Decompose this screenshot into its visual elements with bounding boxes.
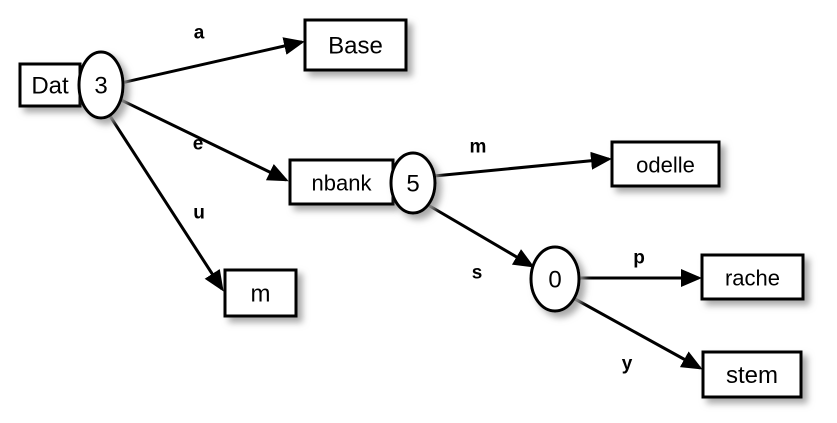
edges-layer [108,37,703,370]
node-label-base: Base [328,33,383,60]
graph-node-stem[interactable]: stem [701,350,803,399]
edge-label-u: u [193,203,205,224]
node-label-dat: Dat [31,73,69,100]
edge-label-p: p [633,248,645,269]
node-label-nbank: nbank [312,171,373,196]
node-shape-ellipse [389,151,437,215]
node-label-m-box: m [251,281,271,308]
graph-node-zero[interactable]: 0 [529,245,581,313]
edge-label-a: a [194,23,205,44]
node-label-zero: 0 [548,267,561,294]
node-label-five: 5 [406,171,419,198]
edge-label-s: s [472,263,483,284]
node-label-rache: rache [725,266,780,291]
graph-edge-u [108,115,224,292]
edge-label-y: y [622,354,633,375]
edge-arrow-e [118,97,289,182]
nodes-layer: Dat 3 Base nbank 5 m odelle 0 rache stem [18,18,805,399]
edge-arrow-m [433,151,612,178]
edge-arrow-y [574,297,703,370]
node-label-three: 3 [94,73,107,100]
edge-label-e: e [193,134,204,155]
graph-node-base[interactable]: Base [303,18,408,72]
node-shape-ellipse [77,50,125,120]
graph-edge-m [433,151,612,178]
graph-node-rache[interactable]: rache [700,253,805,301]
edge-arrow-a [120,37,305,85]
node-shape-rect [288,158,395,206]
edge-arrow-s [427,203,535,268]
graph-node-odelle[interactable]: odelle [610,140,721,188]
graph-node-m-box[interactable]: m [223,268,298,318]
node-shape-rect [700,253,805,301]
graph-edge-s [427,203,535,268]
graph-node-three[interactable]: 3 [77,50,125,120]
node-shape-ellipse [529,245,581,313]
graph-edge-e [118,97,289,182]
node-label-odelle: odelle [636,153,695,178]
node-shape-rect [18,62,82,108]
node-shape-rect [701,350,803,399]
edge-label-m: m [470,137,487,158]
node-shape-rect [303,18,408,72]
node-label-stem: stem [726,362,778,389]
graph-edge-a [120,37,305,85]
graph-node-five[interactable]: 5 [389,151,437,215]
node-shape-rect [223,268,298,318]
graph-node-nbank[interactable]: nbank [288,158,395,206]
node-shape-rect [610,140,721,188]
graph-node-dat[interactable]: Dat [18,62,82,108]
edge-arrow-u [108,115,224,292]
edge-labels-layer: a e u m s p y [193,23,645,375]
graph-edge-y [574,297,703,370]
